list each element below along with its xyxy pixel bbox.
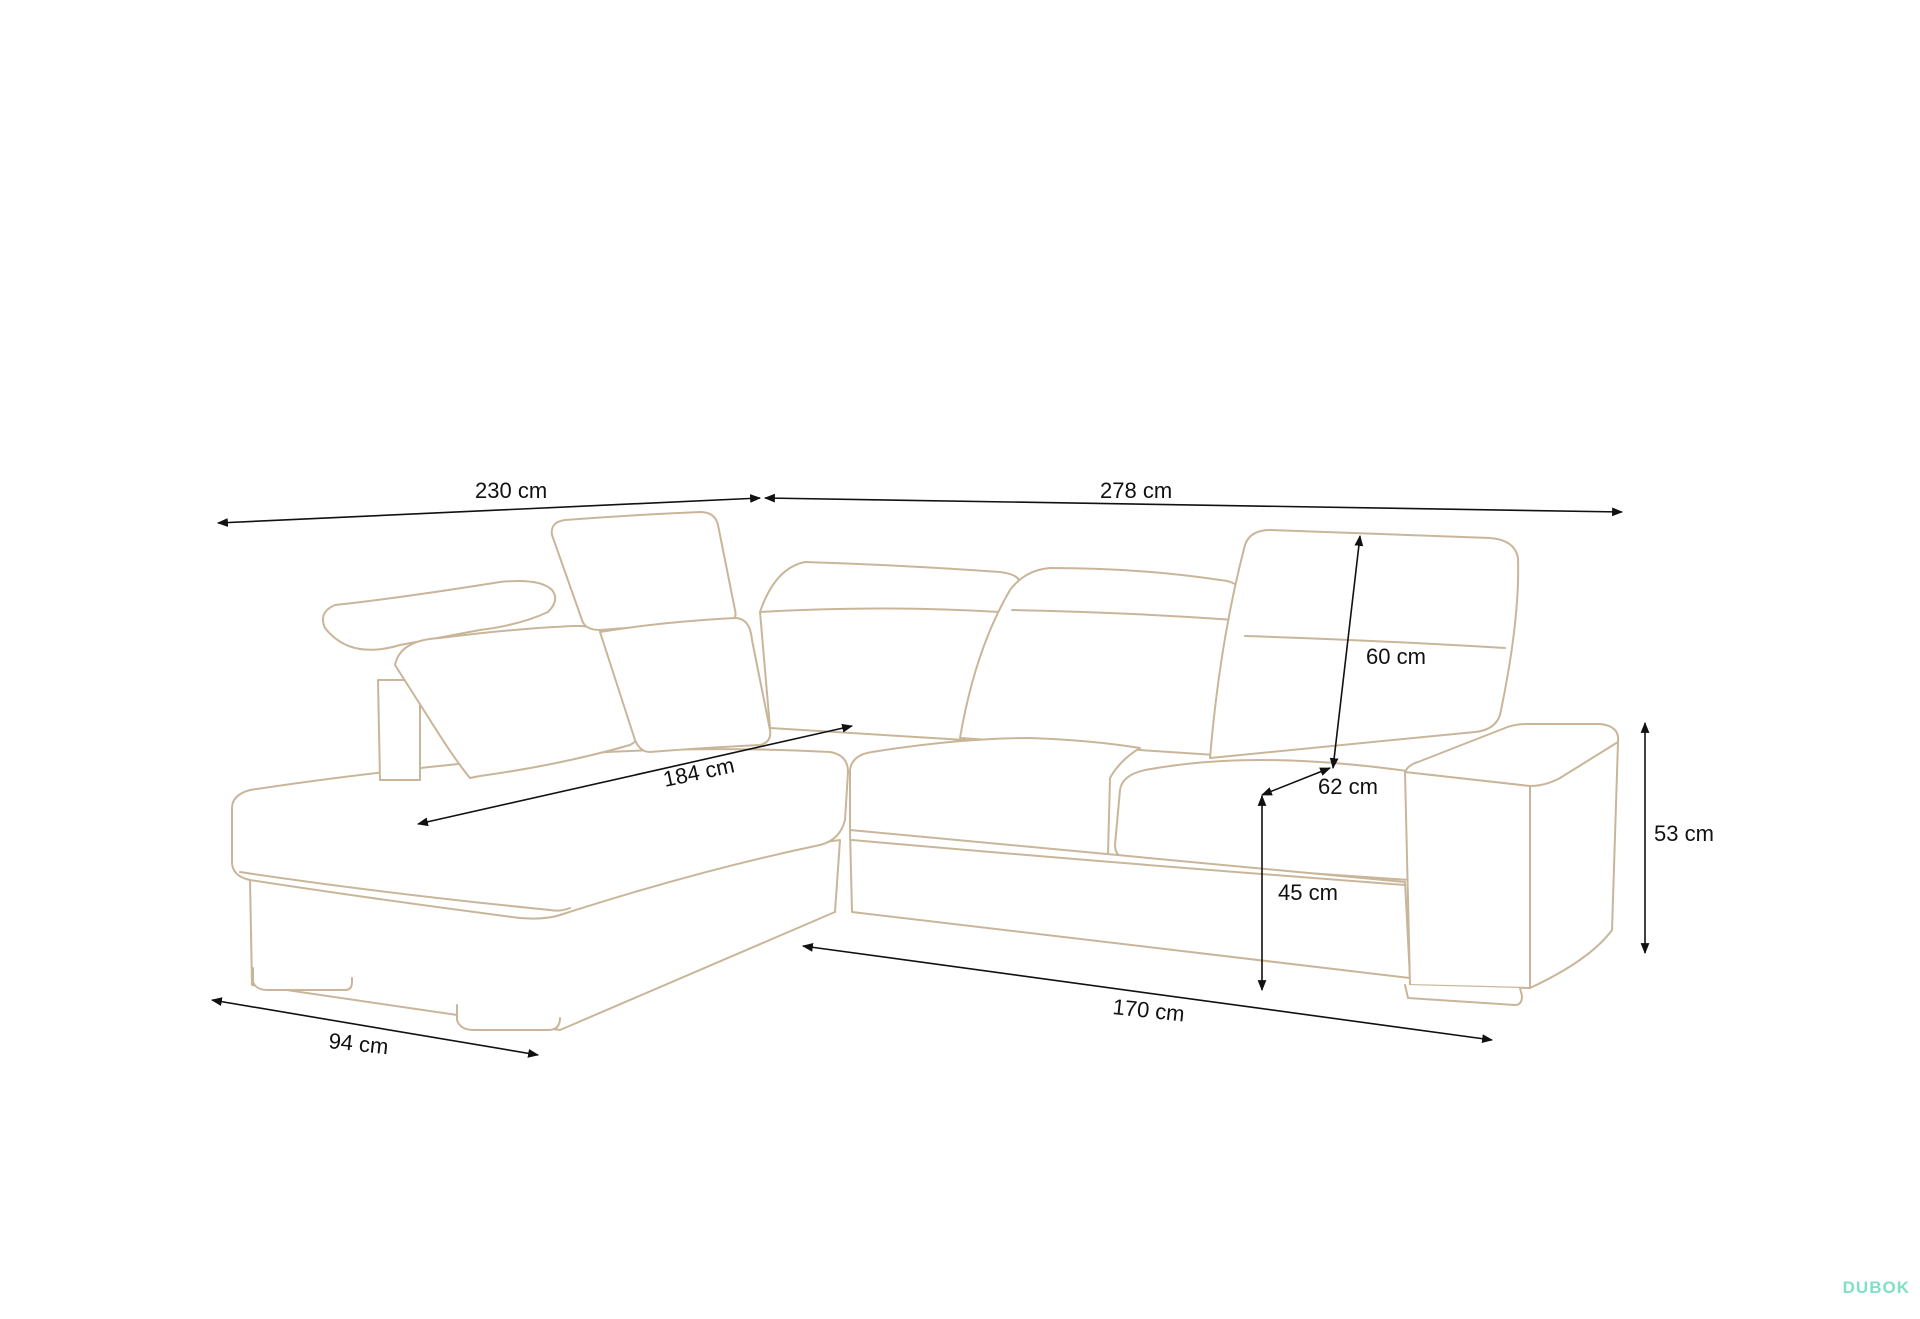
- corner-headrest: [550, 511, 737, 631]
- dimension-lines: [210, 493, 1650, 1058]
- label-45: 45 cm: [1278, 880, 1338, 905]
- dim-line-184: [416, 723, 854, 827]
- chaise-seat-seam: [239, 871, 571, 912]
- sofa-outline: [231, 511, 1620, 1031]
- label-53: 53 cm: [1654, 821, 1714, 846]
- middle-back-seam: [759, 607, 1001, 613]
- label-278: 278 cm: [1100, 478, 1172, 503]
- dim-line-278: [763, 493, 1624, 517]
- right-headrest-seam: [1244, 635, 1506, 649]
- chaise-foot-left: [252, 967, 353, 991]
- right-foot: [1404, 984, 1523, 1006]
- front-base-seam: [851, 839, 1406, 886]
- dim-line-60: [1329, 534, 1364, 770]
- dim-line-170: [801, 942, 1494, 1044]
- right-headrest: [1209, 529, 1520, 759]
- label-62: 62 cm: [1318, 774, 1378, 799]
- label-170: 170 cm: [1111, 994, 1185, 1026]
- watermark-logo: DUBOK: [1843, 1278, 1910, 1298]
- right-back-seam: [1011, 609, 1236, 621]
- dim-line-94: [210, 997, 540, 1058]
- dim-line-230: [216, 494, 762, 527]
- label-94: 94 cm: [327, 1028, 389, 1059]
- label-230: 230 cm: [475, 478, 547, 503]
- label-60: 60 cm: [1366, 644, 1426, 669]
- watermark-text: DUBOK: [1842, 1278, 1910, 1297]
- left-headrest: [322, 580, 557, 651]
- right-arm: [1404, 723, 1620, 989]
- dim-line-62: [1260, 767, 1332, 796]
